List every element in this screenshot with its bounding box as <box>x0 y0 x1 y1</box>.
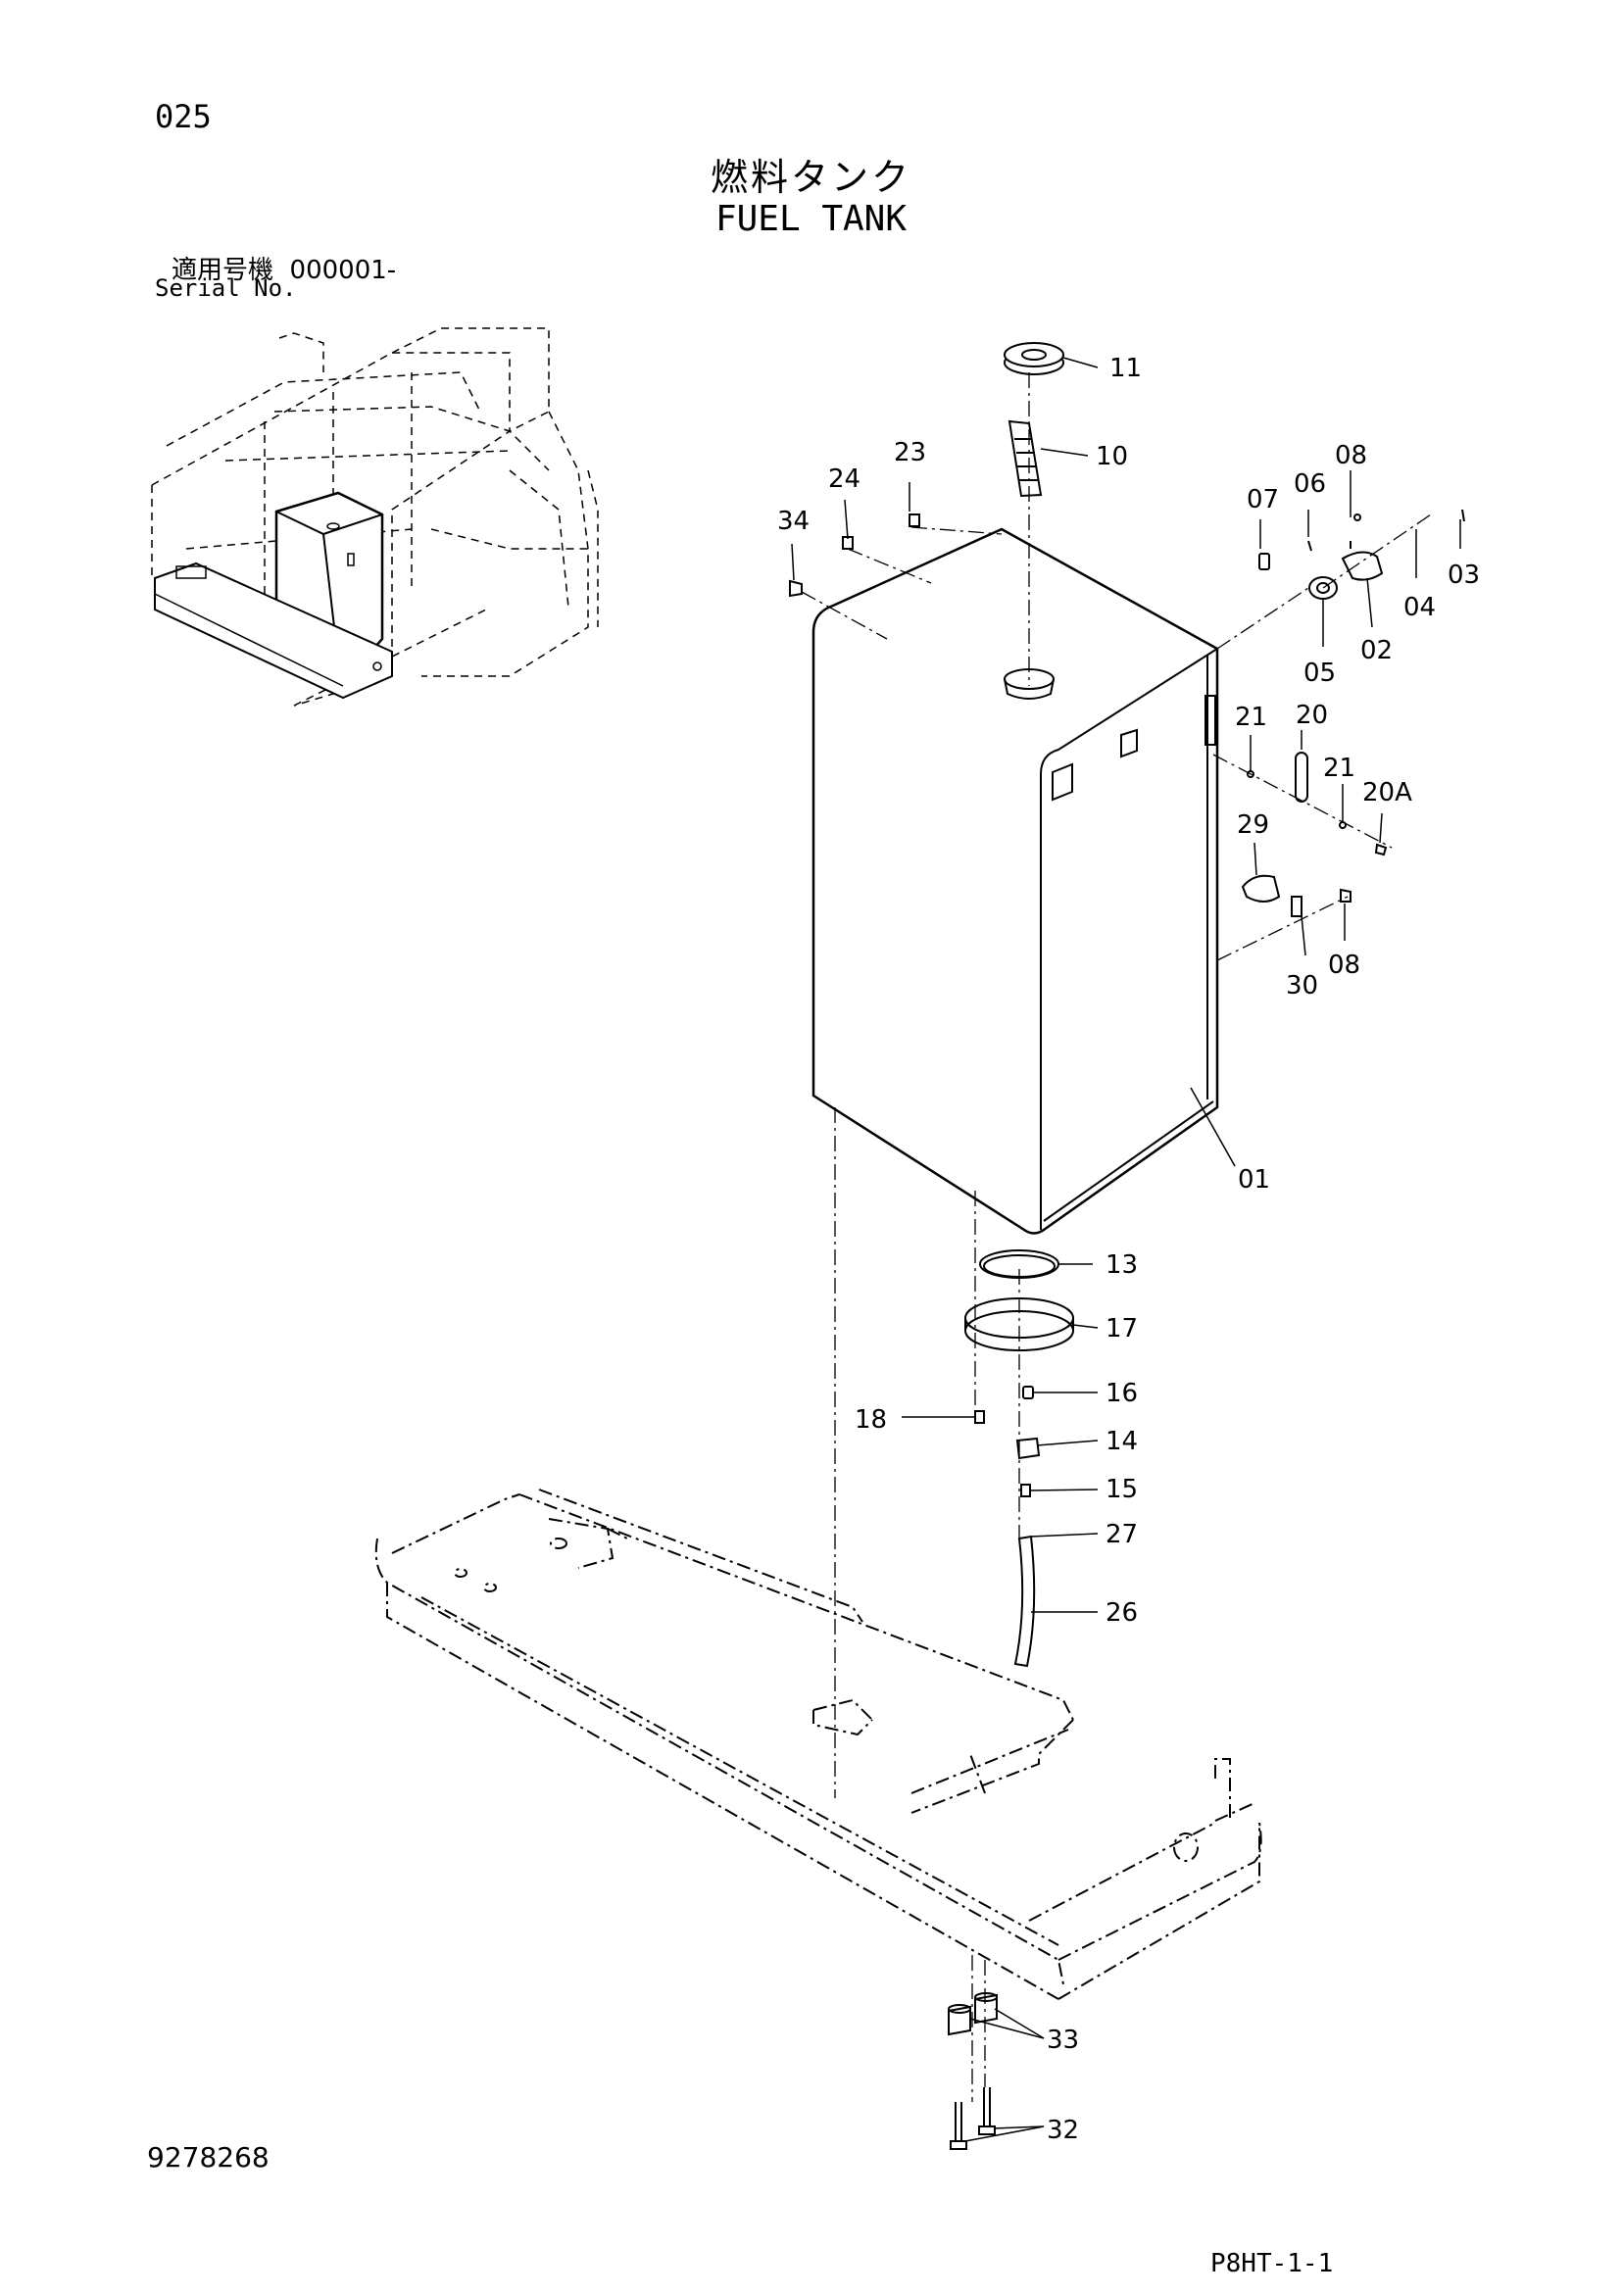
mount-parts <box>948 1992 998 2150</box>
serial-range: 000001- <box>289 256 397 285</box>
callout-08-side: 08 <box>1328 951 1360 980</box>
callout-21-right: 21 <box>1323 754 1355 783</box>
callout-18: 18 <box>855 1405 887 1435</box>
callout-24: 24 <box>828 464 860 494</box>
callout-16: 16 <box>1106 1379 1138 1408</box>
serial-applicability: 適用号機 000001- <box>172 250 396 286</box>
document-number: 9278268 <box>147 2141 270 2174</box>
serial-label-en: Serial No. <box>155 274 297 302</box>
inset-machine-overview <box>151 327 599 707</box>
title-english: FUEL TANK <box>714 199 908 239</box>
page-code: P8HT-1-1 <box>1210 2249 1334 2278</box>
callout-23: 23 <box>894 438 926 467</box>
main-frame <box>374 1489 1262 2000</box>
callout-17: 17 <box>1106 1314 1138 1343</box>
callout-27: 27 <box>1106 1520 1138 1549</box>
serial-label-jp: 適用号機 <box>172 256 274 285</box>
callout-20A: 20A <box>1362 778 1412 807</box>
callout-06: 06 <box>1294 469 1326 499</box>
callout-08-top: 08 <box>1335 441 1367 470</box>
callout-34: 34 <box>777 507 810 536</box>
callout-11: 11 <box>1109 354 1142 383</box>
fuel-tank-body <box>811 527 1219 1235</box>
callout-02: 02 <box>1360 636 1393 665</box>
callout-33: 33 <box>1047 2026 1079 2055</box>
callout-13: 13 <box>1106 1250 1138 1280</box>
leader-lines <box>791 357 1461 2142</box>
callout-05: 05 <box>1303 659 1336 688</box>
title-japanese: 燃料タンク <box>710 156 911 199</box>
callout-labels: 11 10 23 24 34 08 07 06 03 04 02 05 21 2… <box>777 354 1480 2145</box>
callout-14: 14 <box>1106 1427 1138 1456</box>
side-fittings <box>1241 509 1465 917</box>
callout-21-left: 21 <box>1235 703 1267 732</box>
callout-32: 32 <box>1047 2116 1079 2145</box>
callout-29: 29 <box>1237 810 1269 840</box>
callout-10: 10 <box>1096 442 1128 471</box>
callout-30: 30 <box>1286 971 1318 1001</box>
callout-26: 26 <box>1106 1598 1138 1628</box>
callout-15: 15 <box>1106 1475 1138 1504</box>
callout-07: 07 <box>1247 485 1279 514</box>
callout-04: 04 <box>1403 593 1436 622</box>
callout-01: 01 <box>1238 1165 1270 1195</box>
callout-03: 03 <box>1448 561 1480 590</box>
callout-20: 20 <box>1296 701 1328 730</box>
page-number: 025 <box>155 98 212 135</box>
assembly-lines <box>801 372 1432 2102</box>
